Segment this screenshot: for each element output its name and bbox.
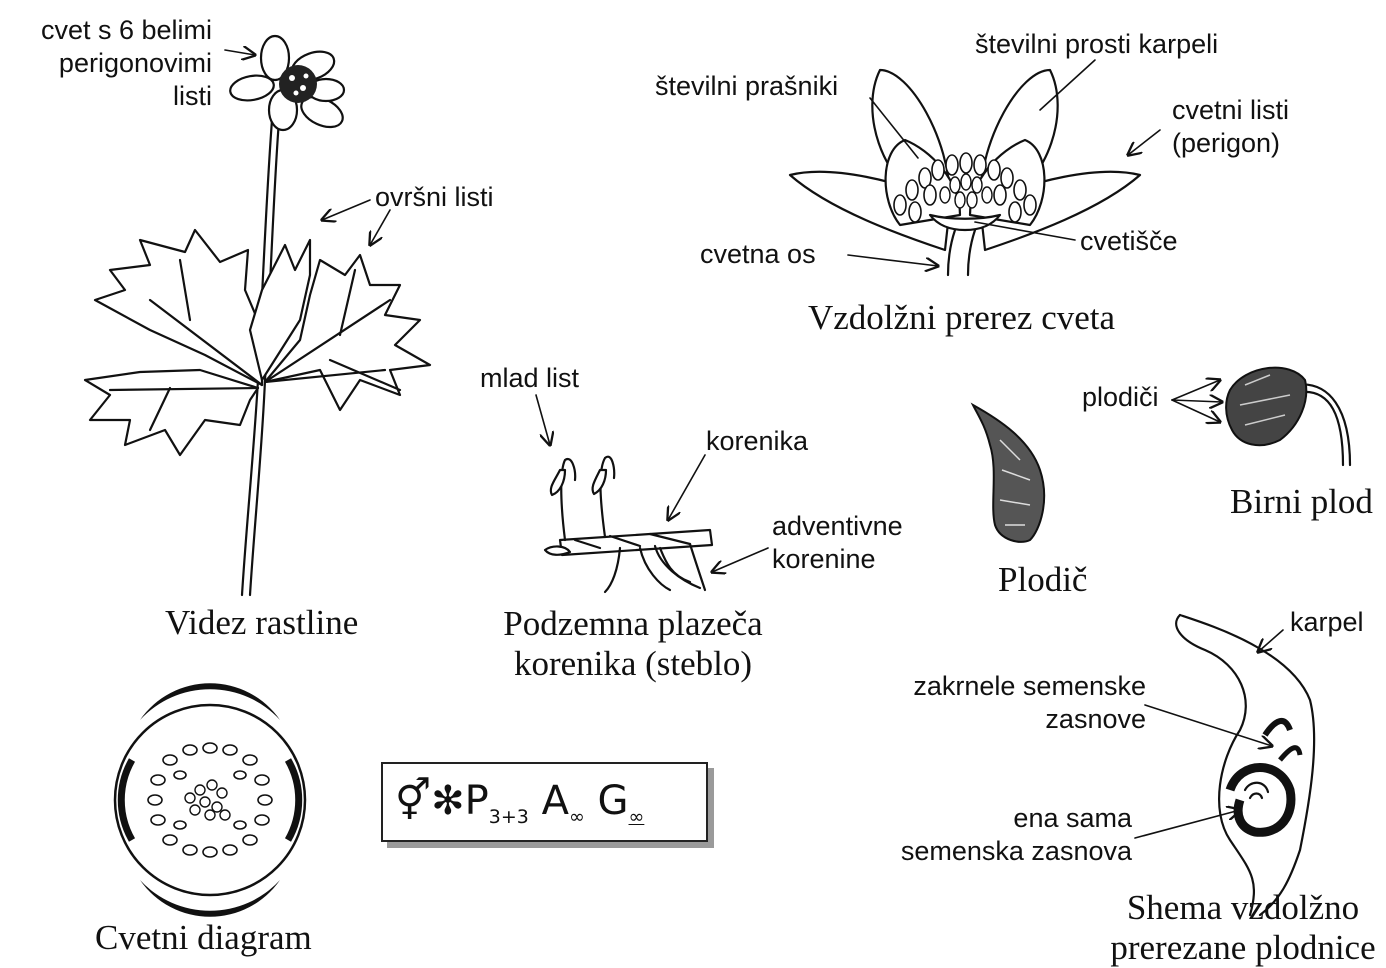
aggregate-fruit-drawing xyxy=(1226,368,1350,465)
arrow-ena-sama xyxy=(1135,810,1240,838)
arrow-cvetni-listi xyxy=(1128,130,1160,155)
label-ovrsni-listi: ovršni listi xyxy=(375,181,494,214)
arrow-plodici-3 xyxy=(1172,400,1220,422)
arrow-cvetna-os xyxy=(848,255,938,266)
arrow-ovrsni-2 xyxy=(370,210,390,245)
caption-birni-plod: Birni plod xyxy=(1230,482,1373,522)
label-karpel: karpel xyxy=(1290,606,1364,639)
formula-p-sub: 3+3 xyxy=(489,806,529,828)
label-flower: cvet s 6 belimi perigonovimi listi xyxy=(0,14,212,113)
formula-g: G xyxy=(598,778,629,824)
label-ena-sama-line-1: ena sama xyxy=(850,802,1132,835)
rhizome-drawing xyxy=(545,457,712,592)
plant-flower xyxy=(228,36,347,133)
arrow-mlad-list xyxy=(536,395,550,445)
label-stevilni-prasniki: številni prašniki xyxy=(655,70,838,103)
arrow-plodici-1 xyxy=(1172,380,1220,400)
label-zakrnele-line-2: zasnove xyxy=(850,703,1146,736)
formula-a-sub: ∞ xyxy=(569,806,585,828)
formula-a: A xyxy=(542,778,569,824)
label-cvetisce: cvetišče xyxy=(1080,225,1178,258)
label-mlad-list: mlad list xyxy=(480,362,579,395)
plant-leaves xyxy=(85,230,430,455)
label-adventivne-line-1: adventivne xyxy=(772,510,903,543)
caption-podzemna-line-1: Podzemna plazeča xyxy=(480,604,786,644)
formula-p: P xyxy=(465,778,489,824)
caption-cvetni-diagram: Cvetni diagram xyxy=(95,918,312,958)
arrow-adventivne xyxy=(712,548,768,572)
achene-drawing xyxy=(973,405,1044,542)
caption-shema-line-2: prerezane plodnice xyxy=(1100,928,1386,968)
caption-shema: Shema vzdolžno prerezane plodnice xyxy=(1100,888,1386,968)
label-zakrnele: zakrnele semenske zasnove xyxy=(850,670,1146,736)
label-stevilni-karpeli: številni prosti karpeli xyxy=(975,28,1218,61)
arrow-karpel xyxy=(1258,630,1283,652)
label-flower-line-2: perigonovimi xyxy=(0,47,212,80)
label-cvetni-listi-line-1: cvetni listi xyxy=(1172,94,1289,127)
formula-g-sub: ∞ xyxy=(629,806,645,828)
label-korenika: korenika xyxy=(706,425,808,458)
arrow-zakrnele xyxy=(1145,705,1272,746)
arrow-flower xyxy=(225,50,255,55)
arrow-plodici-2 xyxy=(1172,400,1222,402)
label-ena-sama: ena sama semenska zasnova xyxy=(850,802,1132,868)
floral-diagram-drawing xyxy=(115,683,305,917)
label-zakrnele-line-1: zakrnele semenske xyxy=(850,670,1146,703)
caption-podzemna: Podzemna plazeča korenika (steblo) xyxy=(480,604,786,684)
arrow-ovrsni-1 xyxy=(322,200,370,220)
plant-drawing xyxy=(85,36,430,595)
label-ena-sama-line-2: semenska zasnova xyxy=(850,835,1132,868)
label-adventivne-line-2: korenine xyxy=(772,543,903,576)
carpel-scheme-drawing xyxy=(1176,615,1314,915)
label-adventivne: adventivne korenine xyxy=(772,510,903,576)
caption-shema-line-1: Shema vzdolžno xyxy=(1100,888,1386,928)
arrow-korenika xyxy=(668,455,705,520)
label-flower-line-3: listi xyxy=(0,80,212,113)
label-cvetni-listi: cvetni listi (perigon) xyxy=(1172,94,1289,160)
label-plodici: plodiči xyxy=(1082,381,1159,414)
floral-formula: ⚥✻P3+3 A∞ G∞ xyxy=(395,776,644,842)
label-cvetni-listi-line-2: (perigon) xyxy=(1172,127,1289,160)
floral-formula-box: ⚥✻P3+3 A∞ G∞ xyxy=(381,762,708,842)
label-cvetna-os: cvetna os xyxy=(700,238,816,271)
caption-videz-rastline: Videz rastline xyxy=(165,603,358,643)
caption-vzdolzni-prerez: Vzdolžni prerez cveta xyxy=(808,298,1115,338)
caption-plodic: Plodič xyxy=(998,560,1087,600)
formula-symbols: ⚥✻ xyxy=(395,778,465,824)
label-flower-line-1: cvet s 6 belimi xyxy=(0,14,212,47)
caption-podzemna-line-2: korenika (steblo) xyxy=(480,644,786,684)
